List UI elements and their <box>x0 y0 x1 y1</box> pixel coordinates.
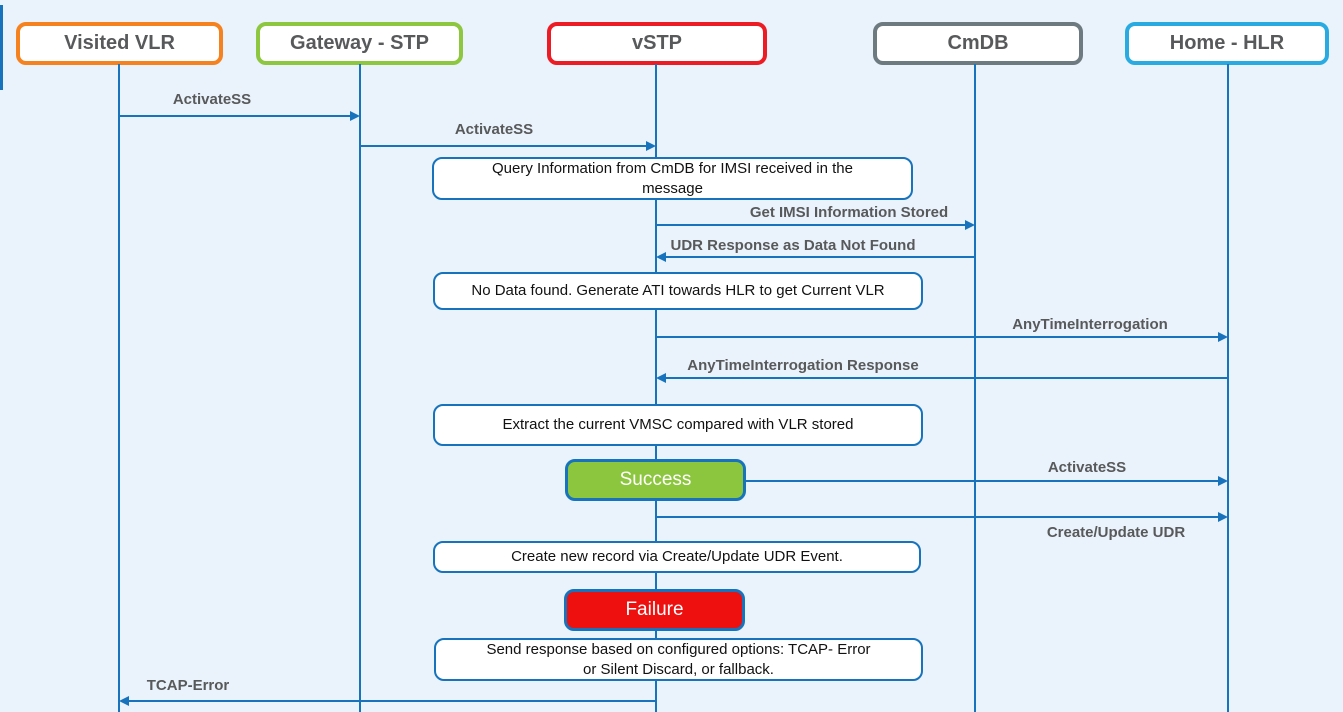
note-text: Create new record via Create/Update UDR … <box>511 548 843 565</box>
arrowhead-left-icon <box>656 252 666 262</box>
actor-vstp: vSTP <box>547 22 767 65</box>
message-line <box>656 224 966 226</box>
note-text: Query Information from CmDB for IMSI rec… <box>492 159 853 197</box>
note-text: No Data found. Generate ATI towards HLR … <box>471 282 885 299</box>
actor-vstp-label: vSTP <box>631 32 683 54</box>
arrowhead-right-icon <box>1218 476 1228 486</box>
message-label: AnyTimeInterrogation <box>1012 316 1168 333</box>
lifeline-vstp <box>655 64 657 712</box>
arrowhead-right-icon <box>646 141 656 151</box>
actor-cmdb-label: CmDB <box>947 32 1009 54</box>
arrowhead-right-icon <box>1218 512 1228 522</box>
actor-gateway-stp: Gateway - STP <box>256 22 463 65</box>
status-failure-box: Failure <box>564 589 745 631</box>
status-failure-label: Failure <box>625 599 684 620</box>
note-query-information: Query Information from CmDB for IMSI rec… <box>432 157 913 200</box>
arrowhead-left-icon <box>119 696 129 706</box>
message-line <box>360 145 647 147</box>
message-label: UDR Response as Data Not Found <box>670 237 916 254</box>
message-label: ActivateSS <box>1047 459 1127 476</box>
message-label: ActivateSS <box>172 91 252 108</box>
lifeline-visited-vlr <box>118 64 120 712</box>
message-line <box>119 115 351 117</box>
lifeline-cmdb <box>974 64 976 712</box>
actor-cmdb: CmDB <box>873 22 1083 65</box>
message-line <box>656 516 1219 518</box>
message-line <box>656 336 1219 338</box>
message-line <box>746 480 1219 482</box>
arrowhead-right-icon <box>965 220 975 230</box>
note-no-data-found: No Data found. Generate ATI towards HLR … <box>433 272 923 310</box>
status-success-box: Success <box>565 459 746 501</box>
message-label: TCAP-Error <box>146 677 230 694</box>
lifeline-home-hlr <box>1227 64 1229 712</box>
message-line <box>665 256 975 258</box>
note-text: Extract the current VMSC compared with V… <box>502 416 854 433</box>
note-create-new-record: Create new record via Create/Update UDR … <box>433 541 921 573</box>
actor-home-hlr-label: Home - HLR <box>1169 32 1285 54</box>
message-label: AnyTimeInterrogation Response <box>687 357 919 374</box>
message-label: Create/Update UDR <box>1046 524 1186 541</box>
actor-visited-vlr: Visited VLR <box>16 22 223 65</box>
message-label: ActivateSS <box>454 121 534 138</box>
arrowhead-right-icon <box>1218 332 1228 342</box>
canvas-left-edge-line <box>0 5 3 90</box>
note-text: Send response based on configured option… <box>486 640 871 678</box>
actor-gateway-stp-label: Gateway - STP <box>290 32 429 54</box>
status-success-label: Success <box>619 469 692 490</box>
arrowhead-left-icon <box>656 373 666 383</box>
message-line <box>665 377 1228 379</box>
note-extract-vmsc: Extract the current VMSC compared with V… <box>433 404 923 446</box>
message-line <box>128 700 656 702</box>
message-label: Get IMSI Information Stored <box>749 204 949 221</box>
actor-visited-vlr-label: Visited VLR <box>64 32 175 54</box>
arrowhead-right-icon <box>350 111 360 121</box>
actor-home-hlr: Home - HLR <box>1125 22 1329 65</box>
note-send-response: Send response based on configured option… <box>434 638 923 681</box>
lifeline-gateway-stp <box>359 64 361 712</box>
